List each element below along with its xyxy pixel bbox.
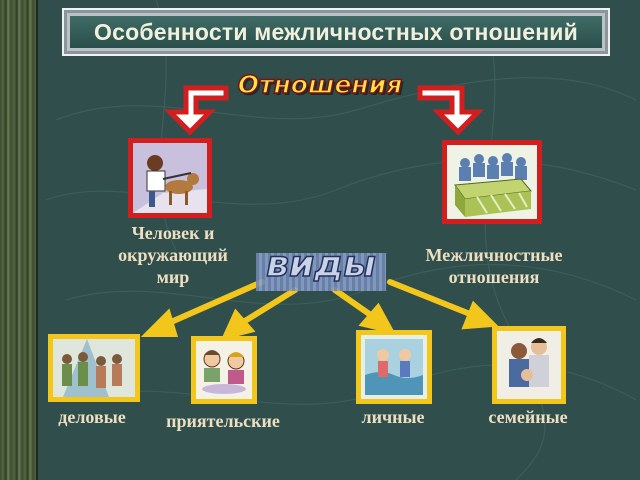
- arrow-to-friendly: [237, 287, 298, 327]
- interpersonal-picture: [442, 140, 542, 224]
- types-label-background: [256, 253, 386, 291]
- left-branch-line2: окружающий: [118, 245, 228, 265]
- personal-picture: [356, 330, 432, 404]
- human-environment-picture: [128, 138, 212, 218]
- types-heading: виды: [265, 243, 376, 286]
- right-red-arrow: [417, 85, 485, 136]
- arrow-to-family: [387, 279, 478, 319]
- title-banner: Особенности межличностных отношений: [62, 8, 610, 56]
- family-picture: [492, 326, 566, 404]
- right-branch-label: Межличностные отношения: [404, 244, 584, 288]
- type-label-business: деловые: [58, 407, 126, 427]
- type-label-personal: личные: [361, 407, 425, 427]
- decorative-side-stripe: [0, 0, 38, 480]
- friendly-picture: [191, 336, 257, 404]
- relations-heading: Отношения: [237, 69, 403, 100]
- right-branch-line2: отношения: [448, 267, 540, 287]
- type-label-friendly: приятельские: [166, 411, 280, 431]
- left-branch-label: Человек и окружающий мир: [100, 222, 246, 288]
- type-label-family: семейные: [488, 407, 568, 427]
- left-branch-line3: мир: [156, 267, 190, 287]
- arrow-to-personal: [332, 287, 378, 321]
- left-red-arrow: [163, 85, 229, 136]
- arrow-to-business: [159, 279, 265, 329]
- business-picture: [48, 334, 140, 402]
- right-branch-line1: Межличностные: [425, 245, 563, 265]
- left-branch-line1: Человек и: [131, 223, 215, 243]
- page-title: Особенности межличностных отношений: [94, 18, 578, 45]
